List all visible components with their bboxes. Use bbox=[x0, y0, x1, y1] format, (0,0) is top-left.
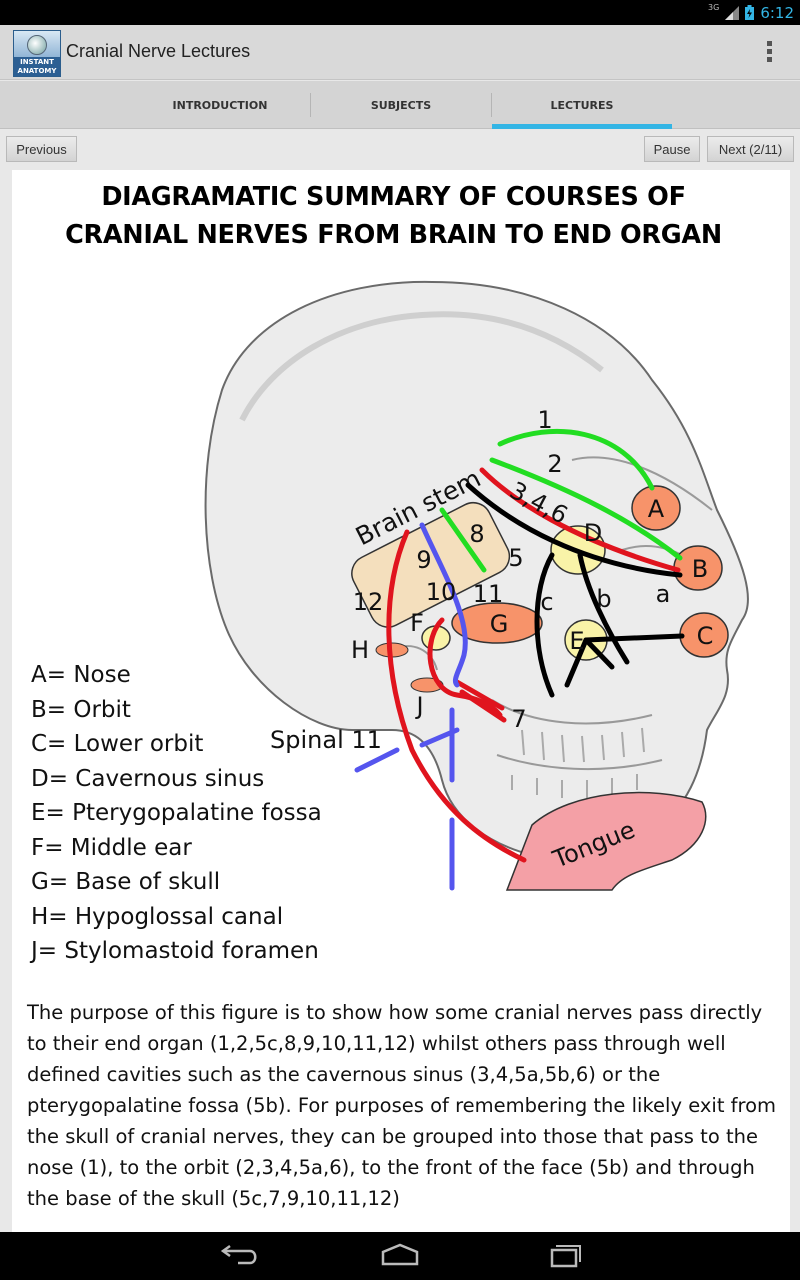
network-type: 3G bbox=[708, 3, 720, 12]
nerve-label-11: 11 bbox=[473, 580, 504, 608]
legend-item: F= Middle ear bbox=[31, 834, 192, 861]
nerve-label-c: c bbox=[540, 588, 553, 616]
signal-icon bbox=[725, 5, 740, 20]
legend-item: A= Nose bbox=[31, 662, 131, 688]
figure-description: The purpose of this figure is to show ho… bbox=[27, 1001, 777, 1210]
nerve-label-8: 8 bbox=[469, 520, 484, 548]
tab-bar: INTRODUCTION SUBJECTS LECTURES bbox=[0, 81, 800, 129]
site-a-marker bbox=[631, 485, 681, 531]
site-legend: A= Nose B= Orbit C= Lower orbit D= Caver… bbox=[31, 658, 322, 969]
app-icon[interactable]: INSTANT ANATOMY bbox=[13, 30, 61, 77]
spinal-11-label: Spinal 11 bbox=[270, 726, 382, 754]
legend-item: D= Cavernous sinus bbox=[31, 765, 265, 792]
blue-nerves bbox=[354, 522, 468, 891]
tab-selected-indicator bbox=[492, 124, 672, 129]
green-nerves bbox=[439, 428, 683, 573]
nerve-label-10: 10 bbox=[426, 578, 457, 606]
site-label-j: J bbox=[414, 692, 423, 720]
black-nerves bbox=[465, 482, 685, 698]
site-label-h: H bbox=[351, 636, 369, 664]
legend-item: H= Hypoglossal canal bbox=[31, 903, 284, 930]
nerve-label-2: 2 bbox=[547, 450, 562, 478]
site-label-b: B bbox=[692, 555, 708, 583]
app-icon-label: INSTANT ANATOMY bbox=[14, 57, 60, 76]
red-nerves bbox=[386, 467, 681, 863]
legend-item: C= Lower orbit bbox=[31, 731, 204, 757]
site-label-d: D bbox=[584, 519, 602, 547]
tab-divider bbox=[310, 93, 311, 117]
pause-button[interactable]: Pause bbox=[644, 136, 700, 162]
system-nav-bar bbox=[0, 1232, 800, 1280]
nerve-label-a: a bbox=[656, 580, 671, 608]
nerve-label-9: 9 bbox=[416, 546, 431, 574]
site-label-c: C bbox=[697, 622, 714, 650]
nerve-label-b: b bbox=[596, 585, 611, 613]
tab-introduction[interactable]: INTRODUCTION bbox=[172, 98, 268, 112]
nerve-label-5: 5 bbox=[508, 544, 523, 572]
legend-item: J= Stylomastoid foramen bbox=[31, 938, 319, 964]
nerve-label-1: 1 bbox=[537, 406, 552, 434]
action-bar: INSTANT ANATOMY Cranial Nerve Lectures bbox=[0, 25, 800, 80]
legend-item: G= Base of skull bbox=[31, 869, 221, 895]
overflow-menu-icon[interactable] bbox=[764, 41, 774, 65]
battery-icon bbox=[745, 5, 755, 20]
figure-title: DIAGRAMATIC SUMMARY OF COURSES OF CRANIA… bbox=[65, 182, 722, 250]
status-bar: 3G 6:12 bbox=[0, 0, 800, 25]
legend-item: B= Orbit bbox=[31, 696, 131, 723]
home-icon[interactable] bbox=[370, 1238, 430, 1274]
site-label-e: E bbox=[569, 627, 584, 655]
site-g-marker bbox=[451, 602, 543, 644]
site-label-a: A bbox=[648, 495, 665, 523]
recents-icon[interactable] bbox=[533, 1238, 593, 1274]
globe-icon bbox=[27, 35, 47, 55]
nerve-label-12: 12 bbox=[353, 588, 384, 616]
app-title: Cranial Nerve Lectures bbox=[66, 41, 251, 61]
clock: 6:12 bbox=[760, 3, 794, 22]
site-label-g: G bbox=[490, 610, 509, 638]
site-label-f: F bbox=[410, 609, 424, 637]
nerve-label-7: 7 bbox=[511, 705, 526, 733]
next-button[interactable]: Next (2/11) bbox=[707, 136, 794, 162]
tab-subjects[interactable]: SUBJECTS bbox=[370, 98, 432, 112]
cranial-nerve-diagram: Brain stem Tongue bbox=[204, 280, 749, 891]
previous-button[interactable]: Previous bbox=[6, 136, 77, 162]
tab-divider bbox=[491, 93, 492, 117]
legend-item: E= Pterygopalatine fossa bbox=[31, 800, 322, 826]
back-icon[interactable] bbox=[208, 1238, 268, 1274]
lecture-slide: DIAGRAMATIC SUMMARY OF COURSES OF CRANIA… bbox=[12, 170, 790, 1232]
tab-lectures[interactable]: LECTURES bbox=[550, 98, 614, 112]
tongue-shape bbox=[505, 791, 707, 891]
